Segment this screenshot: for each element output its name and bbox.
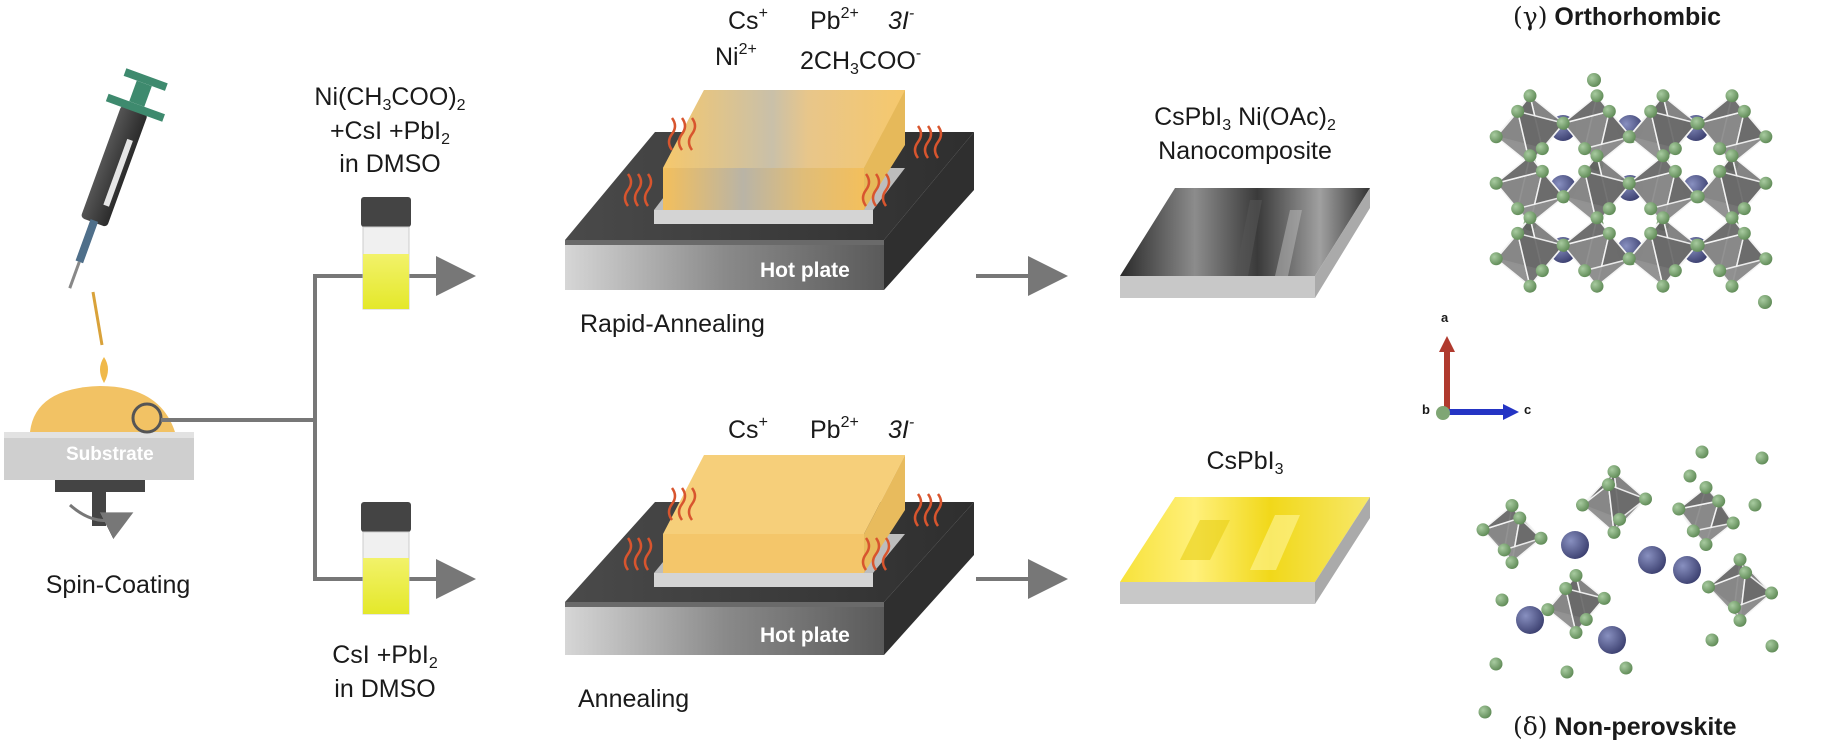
hot-plate-top-label: Hot plate	[760, 259, 850, 282]
branch-lines	[161, 256, 476, 599]
ion-acetate-top: 2CH3COO-	[800, 45, 922, 78]
axis-a-label: a	[1441, 310, 1449, 325]
non-perovskite-structure	[1476, 445, 1779, 719]
cspbi3-film	[1120, 497, 1370, 604]
product-top-label: CsPbI3 Ni(OAc)2 Nanocomposite	[1154, 103, 1336, 165]
solution-bottom-label: CsI +PbI2 in DMSO	[332, 641, 438, 703]
heat-waves-bottom-icon	[623, 487, 943, 571]
hot-plate-bottom	[565, 455, 974, 655]
ion-i-bottom: 3I-	[888, 414, 915, 444]
droplet-icon	[100, 357, 108, 383]
substrate-stage	[4, 386, 194, 540]
nanocomposite-film	[1120, 188, 1370, 298]
annealing-label: Annealing	[578, 685, 690, 713]
ion-cs-top: Cs+	[728, 5, 768, 35]
hot-plate-bottom-label: Hot plate	[760, 624, 850, 647]
product-bottom-label: CsPbI3	[1206, 447, 1284, 478]
spin-coating-label: Spin-Coating	[45, 571, 191, 599]
axis-triad-icon	[1436, 336, 1519, 420]
axis-b-label: b	[1422, 402, 1430, 417]
ion-cs-bottom: Cs+	[728, 414, 768, 444]
axis-c-label: c	[1524, 402, 1532, 417]
solution-top-label: Ni(CH3COO)2 +CsI +PbI2 in DMSO	[314, 83, 466, 179]
syringe-icon	[68, 68, 168, 346]
process-arrows	[976, 256, 1068, 599]
substrate-label: Substrate	[66, 444, 154, 465]
ion-ni-top: Ni2+	[715, 41, 757, 71]
vial-bottom-icon	[361, 502, 411, 615]
ion-pb-bottom: Pb2+	[810, 414, 859, 444]
non-perovskite-title: (δ) Non-perovskite	[1513, 712, 1737, 741]
rotation-arrow-icon	[69, 503, 134, 540]
vial-top-icon	[361, 197, 411, 310]
ion-i-top: 3I-	[888, 5, 915, 35]
rapid-annealing-label: Rapid-Annealing	[580, 310, 765, 338]
ion-pb-top: Pb2+	[810, 5, 859, 35]
hot-plate-top	[565, 90, 974, 290]
heat-waves-top-icon	[623, 117, 943, 207]
orthorhombic-structure	[1489, 73, 1773, 309]
orthorhombic-title: (γ) Orthorhombic	[1513, 2, 1722, 31]
